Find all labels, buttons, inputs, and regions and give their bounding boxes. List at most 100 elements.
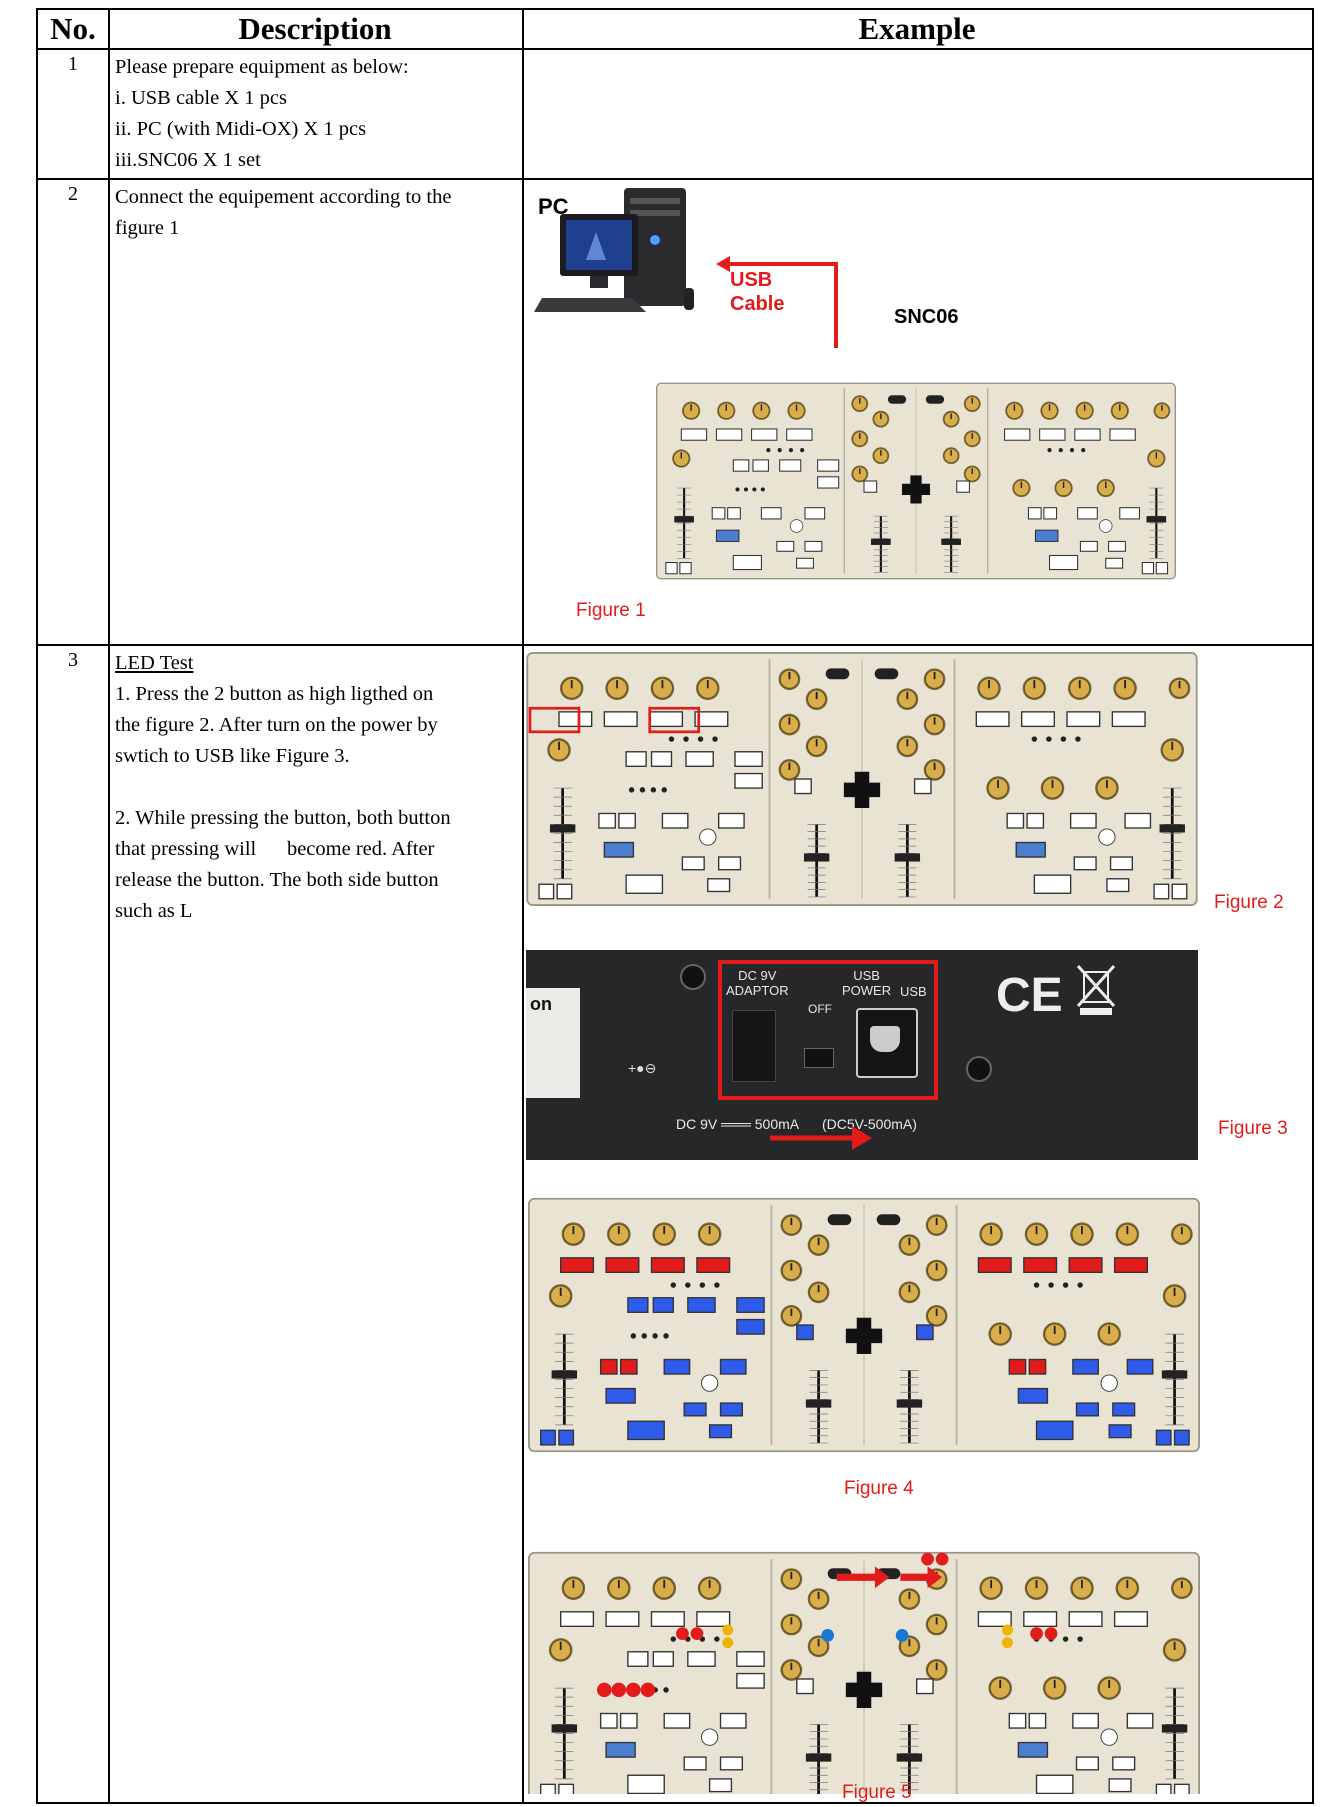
shift-button — [1098, 828, 1116, 846]
weee-bin-icon — [1076, 964, 1116, 1015]
row-3-title: LED Test — [115, 652, 194, 674]
dc-label-line-2: ADAPTOR — [726, 983, 789, 998]
pad-button — [1023, 1611, 1058, 1628]
fader-cap — [1146, 516, 1167, 523]
switch-direction-arrow — [770, 1126, 872, 1150]
led-indicator — [670, 1282, 677, 1288]
cue-button — [794, 778, 812, 795]
red-led — [921, 1552, 934, 1566]
red-led — [1044, 1627, 1058, 1640]
pad-button — [560, 1611, 595, 1628]
fader-cap — [894, 853, 921, 862]
deck-switch — [825, 668, 850, 680]
row-1-no: 1 — [36, 48, 110, 180]
row-3-line-7: release the button. The both side button — [115, 869, 439, 891]
pad-button — [736, 1672, 765, 1689]
shift-button — [1100, 1374, 1118, 1392]
play-pause-button — [1033, 874, 1072, 894]
pad-button — [605, 1611, 640, 1628]
pad-button — [719, 1756, 743, 1771]
pad-button — [696, 1257, 731, 1274]
bend-button — [679, 561, 692, 575]
usb-port-inner — [870, 1026, 900, 1052]
pad-button — [1072, 1358, 1099, 1375]
usb-rating: (DC5V-500mA) — [822, 1116, 917, 1132]
pad-button — [599, 1712, 618, 1729]
set-cue-button — [1108, 1424, 1132, 1439]
led-indicator — [714, 1636, 720, 1642]
fader-cap — [805, 1399, 832, 1408]
red-led — [626, 1682, 641, 1698]
screw-icon — [966, 1056, 992, 1082]
pad-button — [619, 1358, 638, 1375]
rear-panel-label: on — [526, 988, 580, 1098]
pad-button — [627, 1651, 649, 1667]
usb-power-label: USB POWER — [842, 968, 891, 998]
led-indicator — [714, 1282, 720, 1288]
pad-button — [1112, 1756, 1136, 1771]
amber-led — [1002, 1637, 1013, 1649]
fader-cap — [674, 516, 694, 523]
play-pause-button — [1035, 1774, 1074, 1794]
led-indicator — [766, 447, 771, 453]
pad-button — [1111, 711, 1146, 728]
pad-button — [1004, 428, 1031, 441]
screw-icon — [680, 964, 706, 990]
row-1-line-4: iii.SNC06 X 1 set — [115, 149, 261, 171]
dc-adaptor-label: DC 9V ADAPTOR — [726, 968, 789, 998]
pad-button — [1075, 1402, 1099, 1417]
set-cue-button — [1106, 878, 1130, 893]
cue-button — [796, 1678, 814, 1695]
pad-button — [687, 1297, 716, 1313]
header-description: Description — [108, 8, 524, 50]
led-indicator — [1069, 447, 1075, 453]
pad-button — [605, 1257, 640, 1274]
pad-button — [694, 711, 729, 728]
led-indicator — [800, 447, 805, 453]
pad-button — [1027, 507, 1042, 520]
pad-button — [661, 812, 689, 829]
pad-button — [715, 428, 743, 441]
pad-button — [1028, 1712, 1047, 1729]
highlight-box — [648, 706, 701, 734]
bend-button — [1173, 1783, 1190, 1794]
sync-button — [605, 1741, 636, 1758]
row-3-line-3: swtich to USB like Figure 3. — [115, 745, 350, 767]
set-cue-button — [1108, 1778, 1132, 1793]
bend-button — [556, 883, 573, 900]
pad-button — [1068, 1257, 1103, 1274]
led-indicator — [1062, 1636, 1069, 1642]
row-3-description: LED Test 1. Press the 2 button as high l… — [108, 644, 524, 1804]
usb-label: USB — [900, 984, 927, 999]
pad-button — [619, 1712, 638, 1729]
bend-button — [538, 883, 555, 900]
blue-led — [821, 1629, 835, 1642]
led-indicator — [697, 736, 704, 742]
led-indicator — [628, 787, 635, 793]
figure-3-caption: Figure 3 — [1218, 1118, 1288, 1139]
snc06-controller-fig5 — [528, 1551, 1200, 1794]
pad-button — [1039, 428, 1066, 441]
pad-button — [1008, 1712, 1027, 1729]
led-indicator — [1077, 1636, 1083, 1642]
led-indicator — [752, 487, 757, 492]
fader-cap — [551, 1724, 578, 1733]
pad-button — [1073, 856, 1097, 871]
pad-button — [717, 812, 745, 829]
bend-button — [1155, 561, 1169, 575]
pad-button — [1124, 812, 1152, 829]
pad-button — [1077, 507, 1098, 520]
red-led — [597, 1682, 612, 1698]
play-pause-button — [732, 554, 762, 571]
bend-button — [558, 1783, 575, 1794]
shift-button — [700, 1728, 719, 1746]
pad-button — [1109, 428, 1136, 441]
pad-button — [650, 751, 673, 767]
blue-led — [895, 1629, 909, 1642]
power-switch-highlight — [718, 960, 938, 1100]
pad-button — [681, 856, 705, 871]
bend-button — [1153, 883, 1170, 900]
pad-button — [696, 1611, 731, 1628]
pad-button — [779, 459, 802, 472]
navigation-pad — [843, 771, 881, 809]
